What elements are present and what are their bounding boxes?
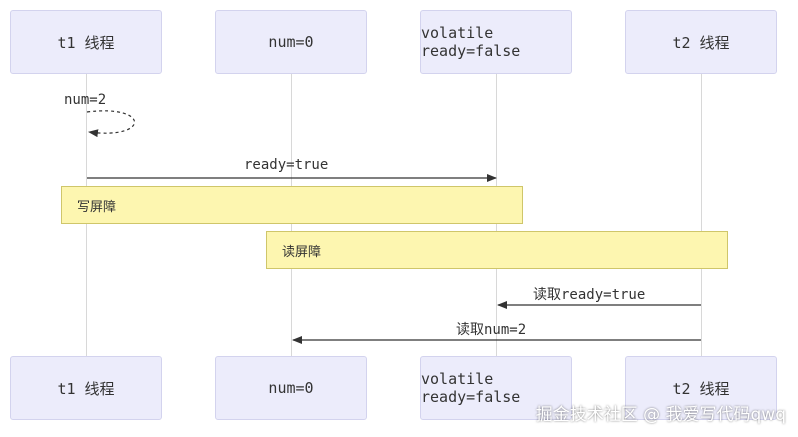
participant-t2-bottom: t2 线程 <box>625 356 777 420</box>
message-label-read-ready: 读取ready=true <box>533 287 646 303</box>
participant-t2-top: t2 线程 <box>625 10 777 74</box>
message-label-num-2: num=2 <box>64 92 107 108</box>
lifeline-t2 <box>701 74 702 356</box>
note-read-barrier: 读屏障 <box>266 231 728 269</box>
self-message-arrow <box>86 110 135 138</box>
watermark: 掘金技术社区 @ 我爱写代码qwq <box>535 405 786 425</box>
participant-num-bottom: num=0 <box>215 356 367 420</box>
participant-t1-top: t1 线程 <box>10 10 162 74</box>
note-write-barrier: 写屏障 <box>61 186 523 224</box>
participant-t1-bottom: t1 线程 <box>10 356 162 420</box>
participant-ready-top: volatile ready=false <box>420 10 572 74</box>
participant-ready-bottom: volatile ready=false <box>420 356 572 420</box>
participant-num-top: num=0 <box>215 10 367 74</box>
message-label-ready-true: ready=true <box>244 157 329 173</box>
message-label-read-num: 读取num=2 <box>456 322 527 338</box>
